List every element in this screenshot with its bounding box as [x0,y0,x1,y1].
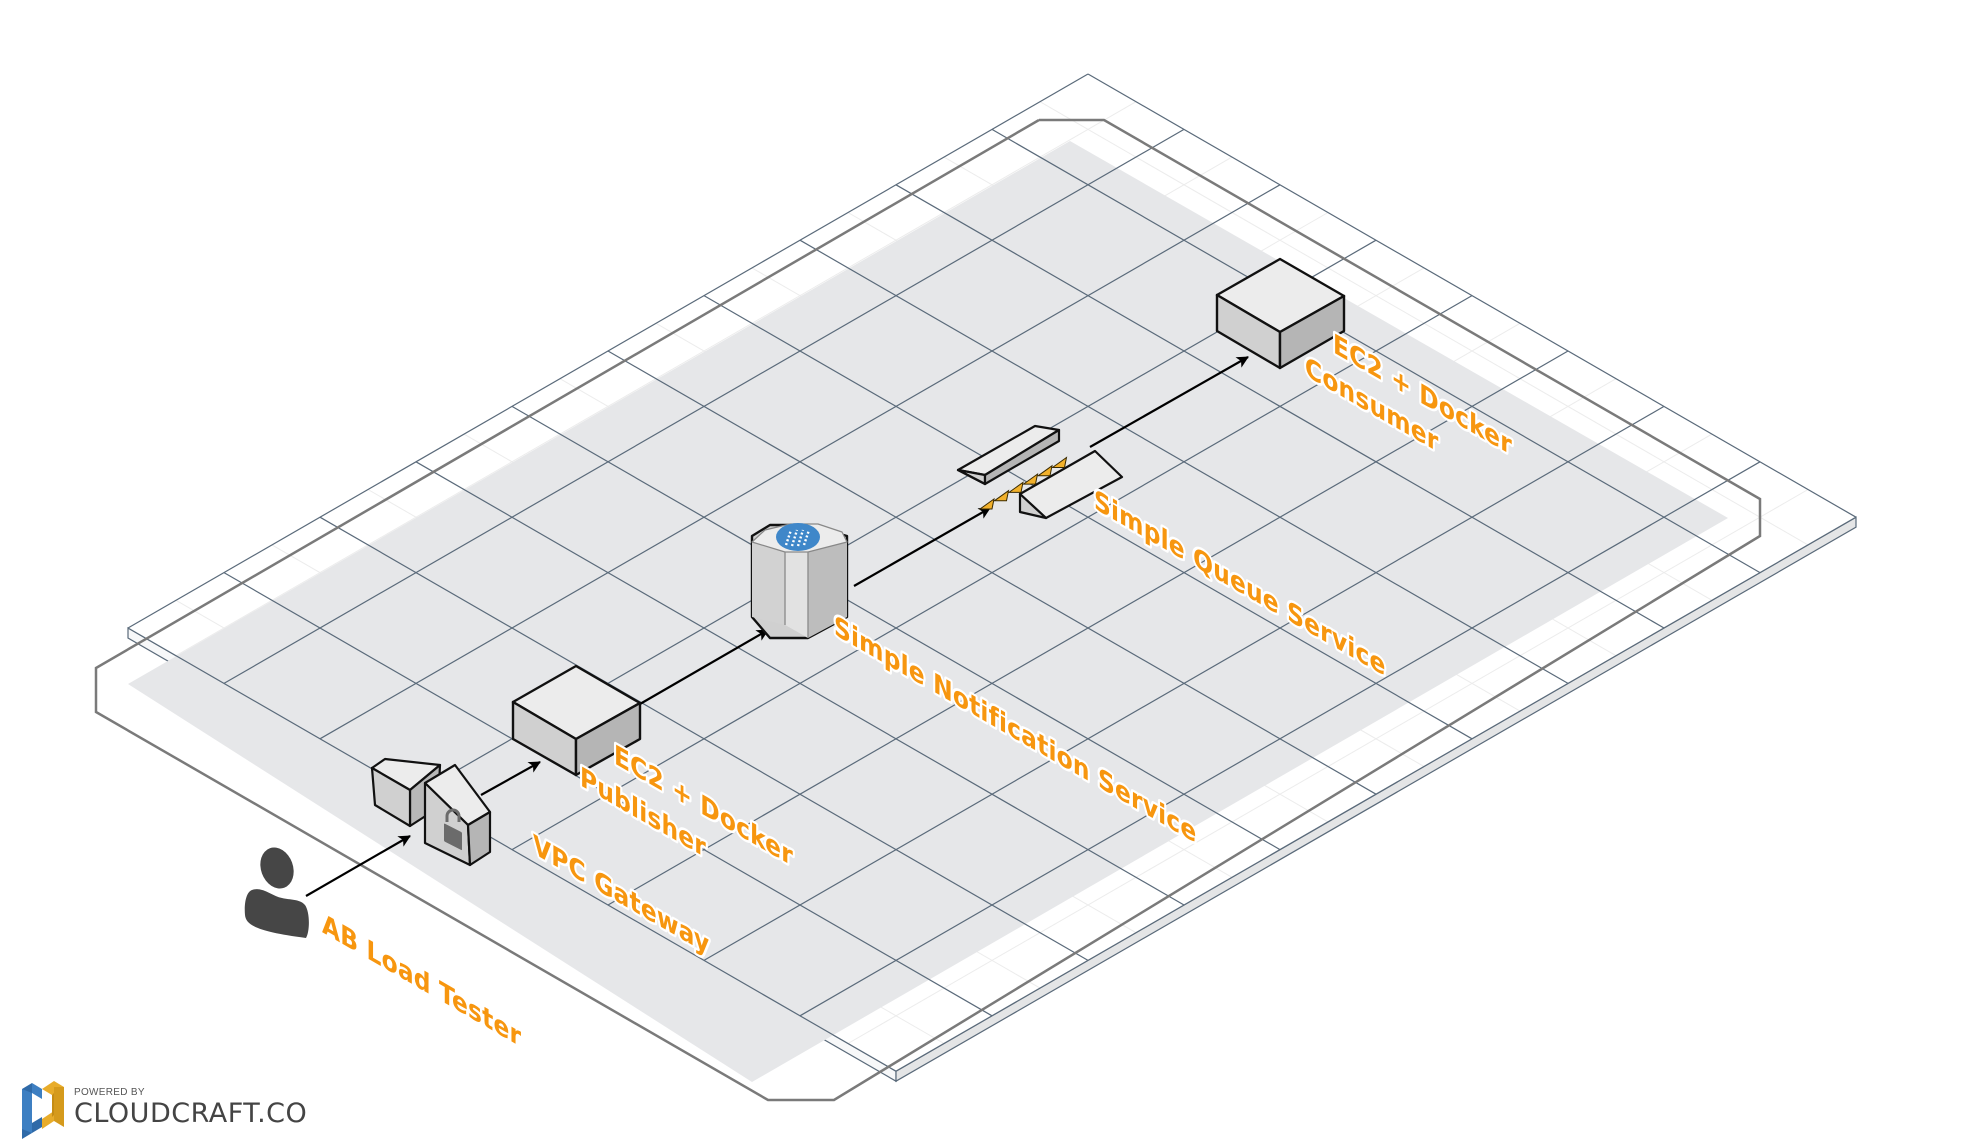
cloudcraft-name[interactable]: CLOUDCRAFT.CO [74,1097,308,1129]
ab-load-tester-node[interactable] [244,843,309,938]
cloudcraft-logo-icon [22,1081,64,1139]
edge-publisher-to-sns[interactable] [639,629,769,705]
grid-line [511,405,1281,851]
grid-platform [94,73,1857,1102]
sns-node[interactable] [750,523,849,640]
edge-tester-to-gateway[interactable] [305,835,411,897]
vpc-zone-shading [128,141,1728,1082]
sns-topic-icon [750,523,849,640]
sqs-message-marker [978,497,995,510]
grid-line [319,516,1089,961]
grid-line [127,627,897,1072]
sqs-message-marker [1007,481,1024,493]
grid-line [703,295,1473,740]
lock-icon [444,808,462,851]
grid-line [415,461,1185,906]
sqs-queue-icon [956,424,1124,520]
grid-line [1087,73,1857,518]
user-silhouette-icon [244,847,309,938]
grid-line [895,184,1665,629]
sqs-message-marker [1050,456,1068,468]
sqs-message-markers [978,456,1068,510]
connections [305,356,1249,897]
grid-line [799,239,1569,684]
powered-by-text: POWERED BY [74,1086,145,1098]
ab-load-tester-label: AB Load Tester [322,908,522,1054]
sqs-message-marker [1021,472,1039,485]
ec2-instance-icon [1215,257,1346,370]
vpc-boundary-outline [94,118,1762,1102]
edge-gateway-to-publisher[interactable] [480,761,541,796]
edge-sqs-to-consumer[interactable] [1089,356,1249,448]
cloudcraft-branding[interactable]: POWERED BY CLOUDCRAFT.CO [22,1075,307,1139]
sqs-message-marker [1036,464,1053,477]
vpc-gateway-node[interactable] [370,757,492,867]
grid-line [223,572,993,1017]
ec2-publisher-node[interactable] [511,664,642,777]
ec2-instance-icon [511,664,642,777]
ec2-consumer-node[interactable] [1215,257,1346,370]
grid-line [991,128,1761,574]
sqs-node[interactable] [956,424,1124,520]
grid-line [607,350,1377,795]
platform-grid-lines [127,73,1857,1072]
edge-sns-to-sqs[interactable] [853,507,991,587]
sqs-message-marker [992,489,1010,502]
